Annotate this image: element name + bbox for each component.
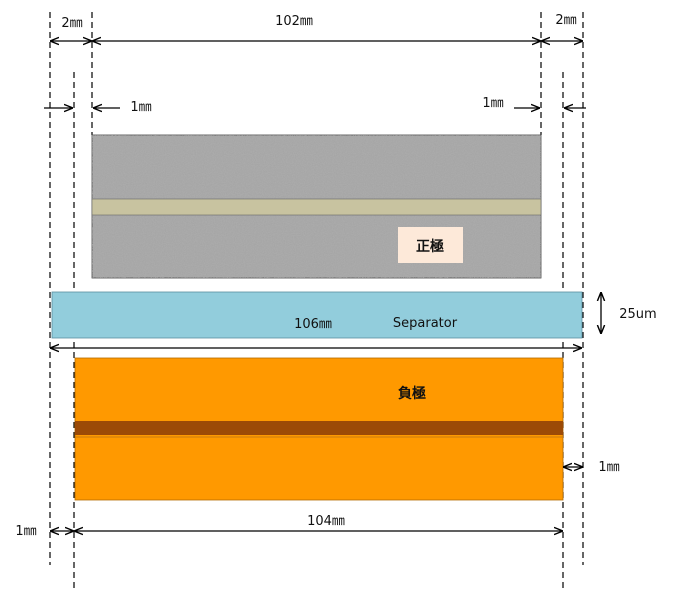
cathode-label: 正極	[416, 238, 444, 255]
separator: 106㎜ Separator	[51, 291, 583, 339]
dimension-arrows	[44, 41, 601, 531]
cathode-label-box	[398, 227, 463, 263]
anode-right-gap-label: 1㎜	[598, 460, 619, 475]
anode-current-collector	[75, 421, 563, 435]
bottom-left-gap-label: 1㎜	[15, 524, 36, 539]
guide-lines	[49, 12, 584, 589]
separator-width-label: 106㎜	[294, 317, 332, 332]
cathode-current-collector	[91, 198, 542, 216]
top-left-gap-label: 2㎜	[61, 16, 82, 31]
cathode: 正極	[91, 134, 542, 279]
separator-thickness-label: 25um	[619, 307, 656, 322]
inner-right-gap-label: 1㎜	[482, 96, 503, 111]
top-width-label: 102㎜	[275, 14, 313, 29]
separator-rect	[51, 291, 583, 339]
top-right-gap-label: 2㎜	[555, 13, 576, 28]
anode: 負極	[74, 357, 564, 501]
dimension-labels: 2㎜ 102㎜ 2㎜ 1㎜ 1㎜ 25um 1㎜ 1㎜ 104㎜	[15, 13, 656, 539]
anode-label: 負極	[398, 385, 426, 402]
inner-left-gap-label: 1㎜	[130, 100, 151, 115]
bottom-width-label: 104㎜	[307, 514, 345, 529]
separator-label: Separator	[393, 316, 458, 331]
